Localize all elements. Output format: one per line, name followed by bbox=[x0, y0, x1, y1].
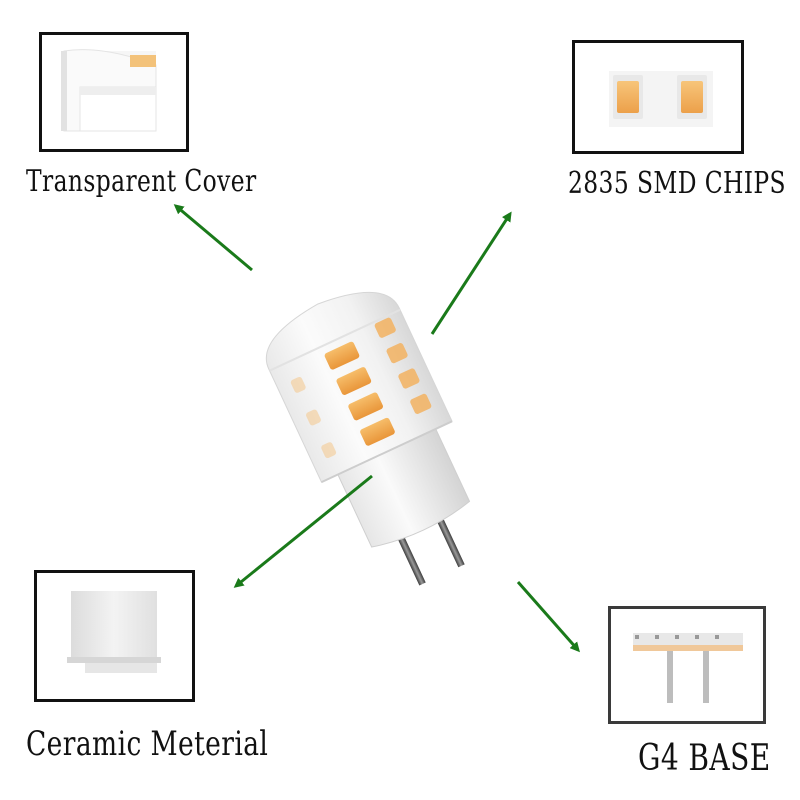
arrow-to-smd-chips bbox=[430, 211, 512, 335]
smd-chip bbox=[617, 81, 639, 113]
callout-box-transparent-cover bbox=[39, 32, 189, 152]
arrow-to-ceramic bbox=[233, 474, 373, 588]
led-chip bbox=[348, 392, 383, 421]
callout-box-g4-base bbox=[608, 606, 766, 724]
label-g4-base: G4 BASE bbox=[638, 738, 771, 779]
g4-base-closeup-image bbox=[633, 633, 743, 703]
g4-pin bbox=[703, 651, 709, 703]
led-chip bbox=[290, 376, 306, 393]
label-ceramic: Ceramic Meterial bbox=[26, 724, 269, 764]
led-chip bbox=[398, 368, 420, 389]
smd-chip bbox=[681, 81, 703, 113]
led-chip bbox=[321, 442, 337, 459]
label-transparent-cover: Transparent Cover bbox=[26, 164, 257, 199]
smd-chips-closeup-image bbox=[609, 71, 713, 127]
g4-pin bbox=[667, 651, 673, 703]
label-smd-chips: 2835 SMD CHIPS bbox=[568, 166, 786, 201]
led-chip bbox=[374, 317, 396, 338]
led-chip bbox=[386, 343, 408, 364]
arrow-to-g4-base bbox=[516, 581, 580, 653]
callout-box-smd-chips bbox=[572, 40, 744, 154]
led-chip bbox=[324, 341, 360, 370]
transparent-cover-closeup-image bbox=[61, 49, 157, 132]
led-chip bbox=[410, 393, 432, 414]
led-chip bbox=[306, 409, 321, 426]
arrow-to-transparent-cover bbox=[173, 204, 253, 272]
ceramic-closeup-image bbox=[67, 591, 161, 673]
callout-box-ceramic bbox=[34, 570, 195, 702]
led-chip bbox=[336, 367, 372, 395]
led-chip bbox=[360, 417, 395, 446]
